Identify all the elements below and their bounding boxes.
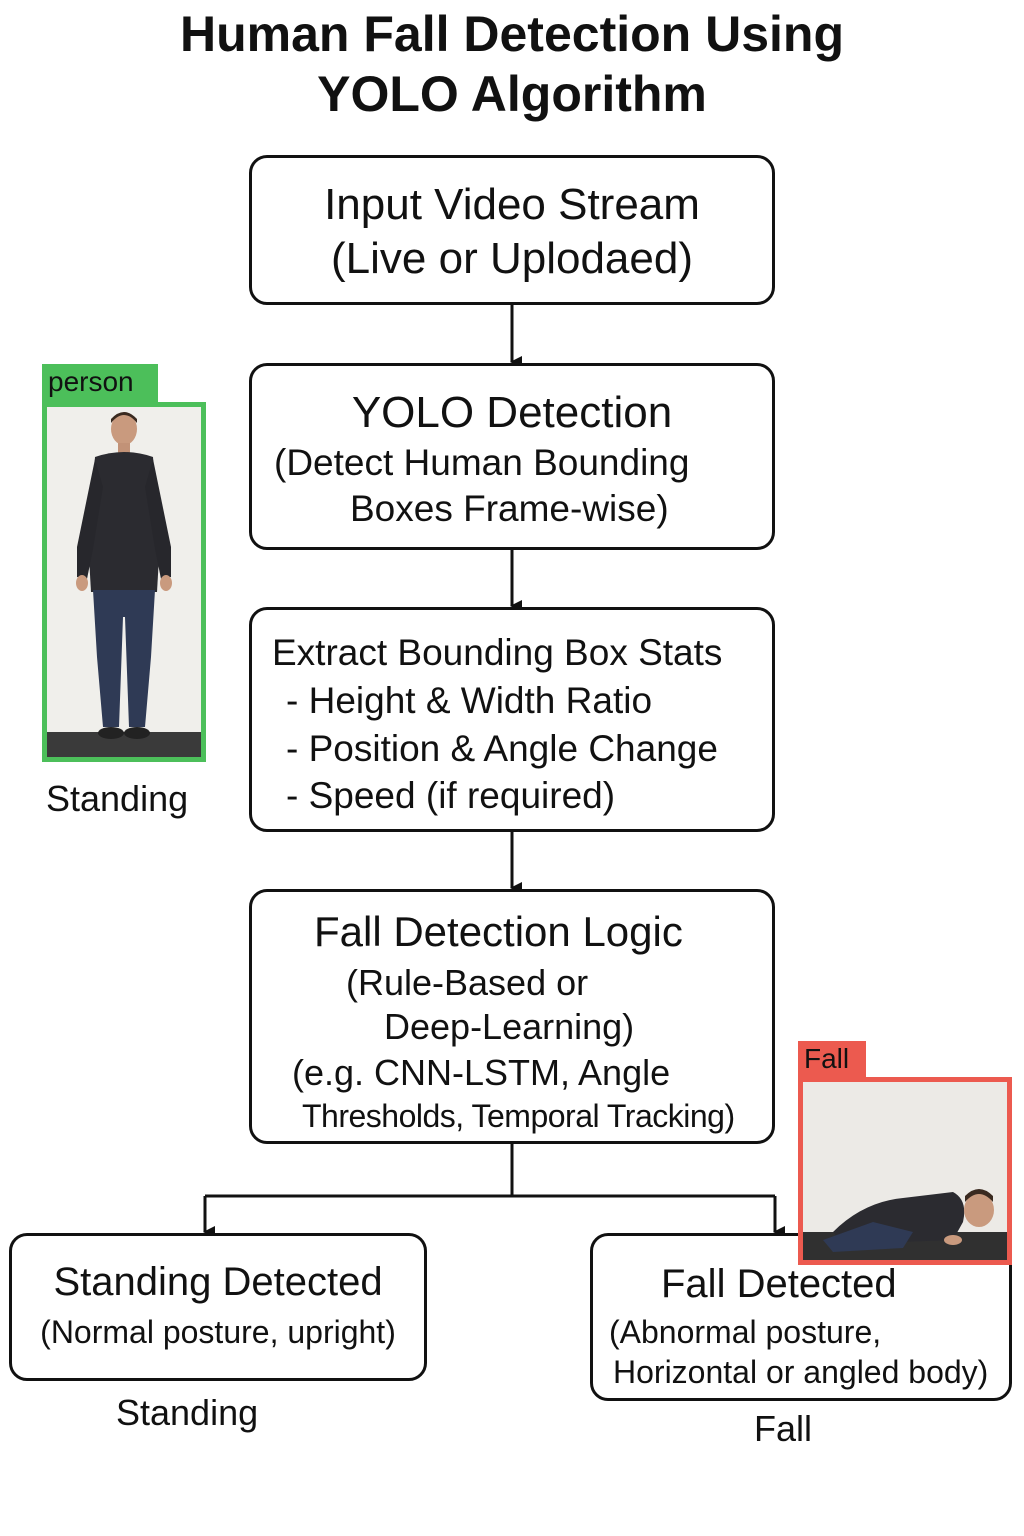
fallen-person-image [798,1077,1012,1265]
logic-box-line-4: (e.g. CNN-LSTM, Angle [292,1052,671,1093]
extract-box-item-3: - Speed (if required) [286,775,616,816]
fall-box-line-3: Horizontal or angled body) [613,1354,989,1390]
extract-stats-box: Extract Bounding Box Stats - Height & Wi… [249,607,775,832]
standing-result-caption: Standing [116,1392,259,1433]
page-title: Human Fall Detection Using YOLO Algorith… [0,4,1024,124]
person-detection-tag: person [42,364,158,402]
yolo-box-title: YOLO Detection [351,388,673,437]
input-box-title: Input Video Stream [324,180,700,229]
fallen-person-illustration [803,1082,1007,1260]
logic-box-title: Fall Detection Logic [314,908,683,955]
extract-box-item-2: - Position & Angle Change [286,728,718,769]
standing-detected-box: Standing Detected (Normal posture, uprig… [9,1233,427,1381]
standing-person-illustration [47,407,201,757]
fall-detected-box: Fall Detected (Abnormal posture, Horizon… [590,1233,1012,1401]
standing-image-caption: Standing [46,778,189,819]
yolo-box-line-3: Boxes Frame-wise) [350,488,669,529]
fall-box-line-2: (Abnormal posture, [609,1314,882,1350]
logic-box-line-2: (Rule-Based or [346,962,589,1003]
title-line-1: Human Fall Detection Using [180,6,844,62]
standing-box-subtitle: (Normal posture, upright) [40,1314,396,1350]
extract-box-title: Extract Bounding Box Stats [272,632,723,673]
fall-result-caption: Fall [754,1408,813,1449]
fall-detection-tag: Fall [798,1041,866,1079]
logic-box-line-5: Thresholds, Temporal Tracking) [302,1098,735,1134]
input-video-box: Input Video Stream (Live or Uplodaed) [249,155,775,305]
fall-logic-box: Fall Detection Logic (Rule-Based or Deep… [249,889,775,1144]
logic-box-line-3: Deep-Learning) [384,1006,635,1047]
title-line-2: YOLO Algorithm [317,66,707,122]
input-box-subtitle: (Live or Uplodaed) [331,234,693,283]
fall-box-title: Fall Detected [661,1262,897,1306]
extract-box-item-1: - Height & Width Ratio [286,680,653,721]
standing-box-title: Standing Detected [53,1260,383,1304]
branch-connector [205,1144,514,1198]
yolo-box-line-2: (Detect Human Bounding [274,442,690,483]
yolo-detection-box: YOLO Detection (Detect Human Bounding Bo… [249,363,775,550]
standing-person-image [42,402,206,762]
